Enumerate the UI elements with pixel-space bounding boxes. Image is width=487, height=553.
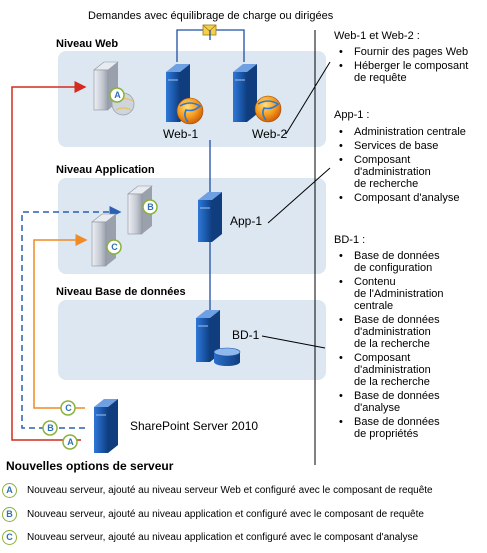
arrow-option-c [33,234,88,409]
sharepoint-server-label: SharePoint Server 2010 [130,419,259,433]
arrow-option-a [11,81,87,441]
list-item: Composant d'administration de la recherc… [334,352,444,388]
badge-c-ring-arrow [60,400,76,416]
web1-label: Web-1 [163,127,199,141]
list-item: Fournir des pages Web [334,46,468,58]
badge-a-label: A [67,437,74,447]
badge-a-legend: A [2,483,17,498]
application-tier-band [58,178,326,274]
badge-b-ring-arrow [42,420,58,436]
database-icon [213,347,241,366]
badge-b-label: B [147,202,154,212]
app1-server-icon [198,192,222,242]
list-item: Contenu de l'Administration centrale [334,276,444,312]
list-item: Base de données d'administration de la r… [334,314,444,350]
globe-icon [176,97,204,125]
badge-a-ring-arrow [62,434,78,450]
badge-a-label: A [114,90,121,100]
badge-c-label: C [65,403,72,413]
leader-app [267,167,331,224]
legend-item-a: A Nouveau serveur, ajouté au niveau serve… [2,483,433,499]
database-tier-label: Niveau Base de données [56,286,186,298]
app-panel-title: App-1 : [334,109,370,121]
badge-c-legend: C [2,530,17,545]
app-panel-list: Administration centrale Services de base… [334,126,466,206]
badge-c-ring-diagram [106,239,122,255]
legend-title: Nouvelles options de serveur [6,459,174,473]
list-item: Composant d'analyse [334,192,466,204]
legend-text-c: Nouveau serveur, ajouté au niveau applic… [27,532,419,544]
web2-server-icon [233,64,257,122]
db-panel-title: BD-1 : [334,234,366,246]
list-item: Base de données d'analyse [334,390,444,414]
legend-item-b: B Nouveau serveur, ajouté au niveau appli… [2,507,424,523]
db-panel-list: Base de données de configuration Contenu… [334,250,444,442]
badge-a-ring-diagram [109,87,125,103]
list-item: Services de base [334,140,466,152]
leader-db [261,335,326,349]
list-item: Administration centrale [334,126,466,138]
application-tier-label: Niveau Application [56,164,155,176]
badge-b-ring-diagram [142,199,158,215]
database-tier-band [58,300,326,380]
legend-text-b: Nouveau serveur, ajouté au niveau applic… [27,509,424,521]
list-item: Base de données de propriétés [334,416,444,440]
list-item: Héberger le composant de requête [334,60,468,84]
badge-c-label: C [111,242,118,252]
list-item: Composant d'administration de recherche [334,154,466,190]
web-panel-list: Fournir des pages Web Héberger le compos… [334,46,468,86]
leader-web [285,61,331,135]
web-tier-label: Niveau Web [56,38,119,50]
badge-b-label: B [47,423,54,433]
db1-label: BD-1 [232,328,260,342]
globe-icon [254,95,282,123]
web-panel-title: Web-1 et Web-2 : [334,30,420,42]
sharepoint-server-icon [94,399,118,453]
legend-item-c: C Nouveau serveur, ajouté au niveau appli… [2,530,418,546]
badge-b-legend: B [2,507,17,522]
diagram-title: Demandes avec équilibrage de charge ou d… [88,10,334,22]
list-item: Base de données de configuration [334,250,444,274]
legend-text-a: Nouveau serveur, ajouté au niveau serveu… [27,485,433,497]
app1-label: App-1 [230,214,263,228]
web2-label: Web-2 [252,127,288,141]
